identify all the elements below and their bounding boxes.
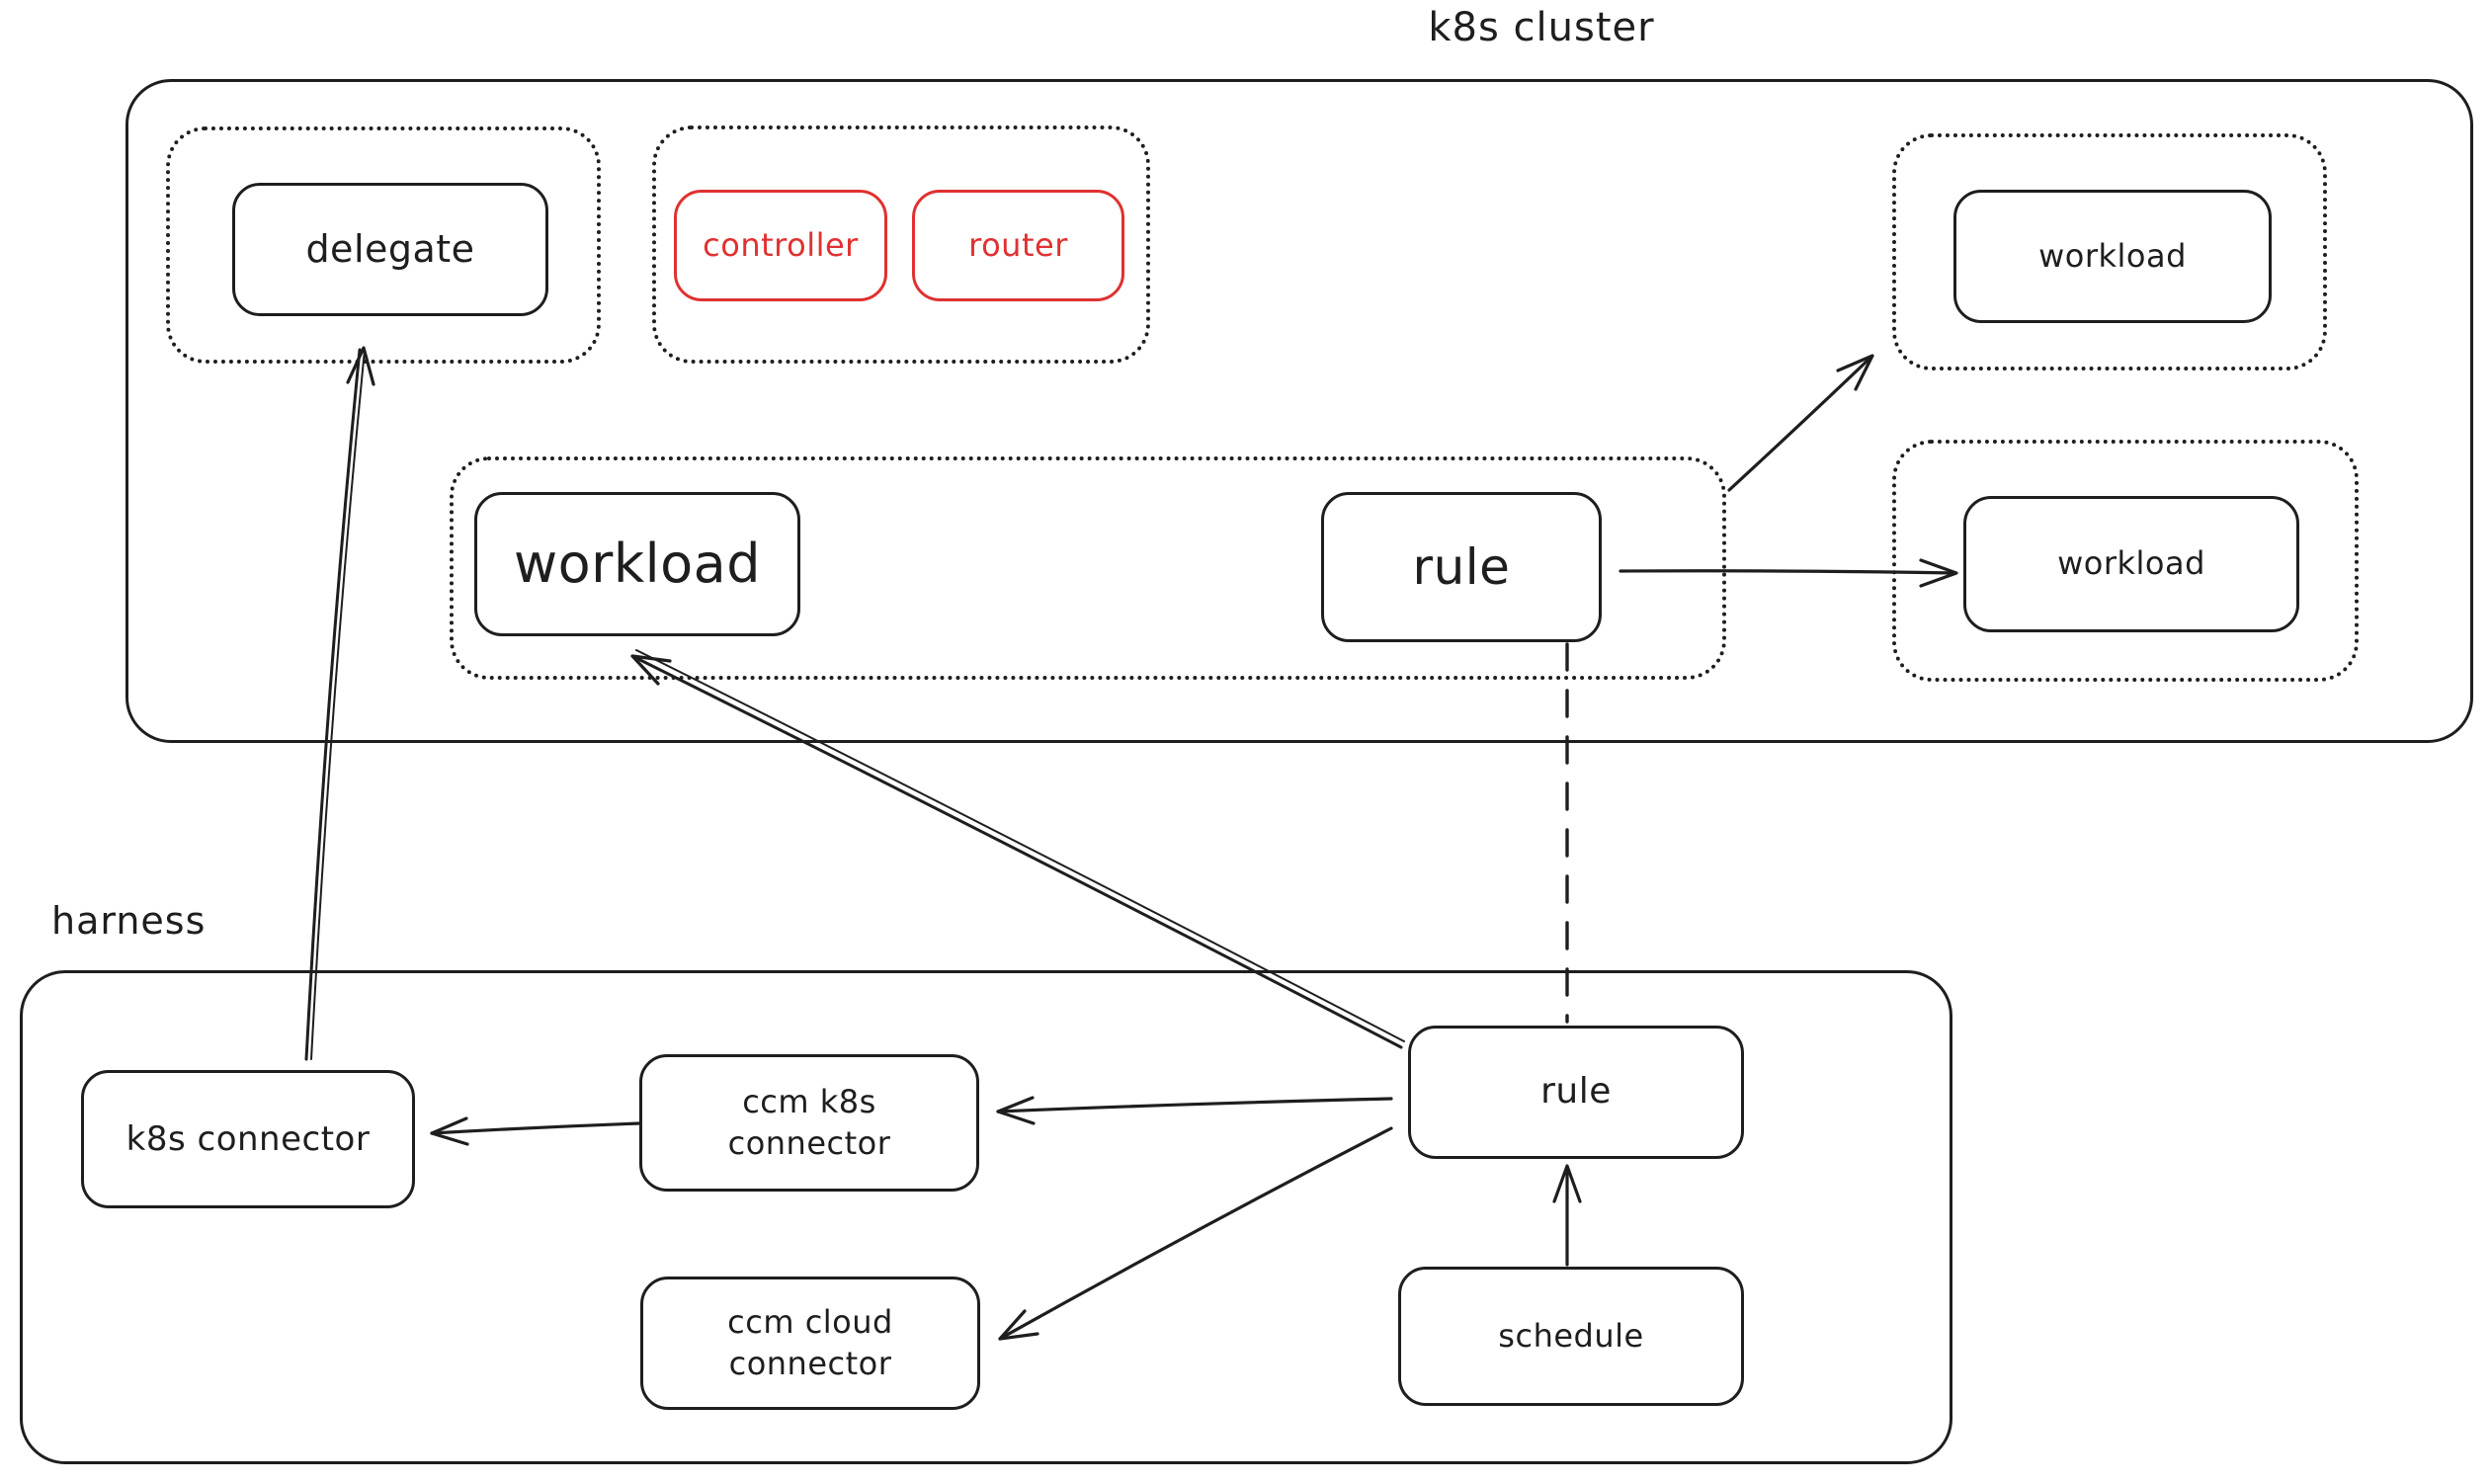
node-workload-top-right: workload xyxy=(1953,190,2272,323)
k8s-cluster-title: k8s cluster xyxy=(1428,5,1655,50)
node-router: router xyxy=(912,190,1124,301)
node-delegate-label: delegate xyxy=(305,226,475,271)
node-ccm-cloud-connector: ccm cloud connector xyxy=(640,1277,980,1410)
node-schedule: schedule xyxy=(1398,1267,1744,1406)
node-k8s-connector-label: k8s connector xyxy=(125,1118,371,1159)
harness-title: harness xyxy=(51,899,207,943)
node-ccm-k8s-connector-label: ccm k8s connector xyxy=(727,1082,891,1162)
workload-top-right-group xyxy=(1892,133,2327,371)
node-workload-right: workload xyxy=(1963,496,2299,632)
node-delegate: delegate xyxy=(232,183,548,316)
node-ccm-k8s-connector: ccm k8s connector xyxy=(639,1054,979,1192)
node-schedule-label: schedule xyxy=(1498,1316,1644,1355)
node-controller: controller xyxy=(674,190,887,301)
node-rule-cluster-label: rule xyxy=(1412,537,1511,596)
node-workload-top-right-label: workload xyxy=(2038,236,2187,275)
node-rule-cluster: rule xyxy=(1321,492,1602,642)
node-rule-harness: rule xyxy=(1408,1026,1744,1159)
node-k8s-connector: k8s connector xyxy=(81,1070,415,1208)
node-workload-main-label: workload xyxy=(513,532,762,595)
node-rule-harness-label: rule xyxy=(1540,1071,1612,1113)
controller-router-group xyxy=(652,125,1150,364)
delegate-group xyxy=(166,126,601,364)
node-controller-label: controller xyxy=(703,225,859,264)
node-ccm-cloud-connector-label: ccm cloud connector xyxy=(727,1302,893,1382)
node-workload-main: workload xyxy=(474,492,800,636)
node-router-label: router xyxy=(968,225,1068,264)
workload-right-group xyxy=(1892,440,2359,682)
node-workload-right-label: workload xyxy=(2057,544,2205,583)
